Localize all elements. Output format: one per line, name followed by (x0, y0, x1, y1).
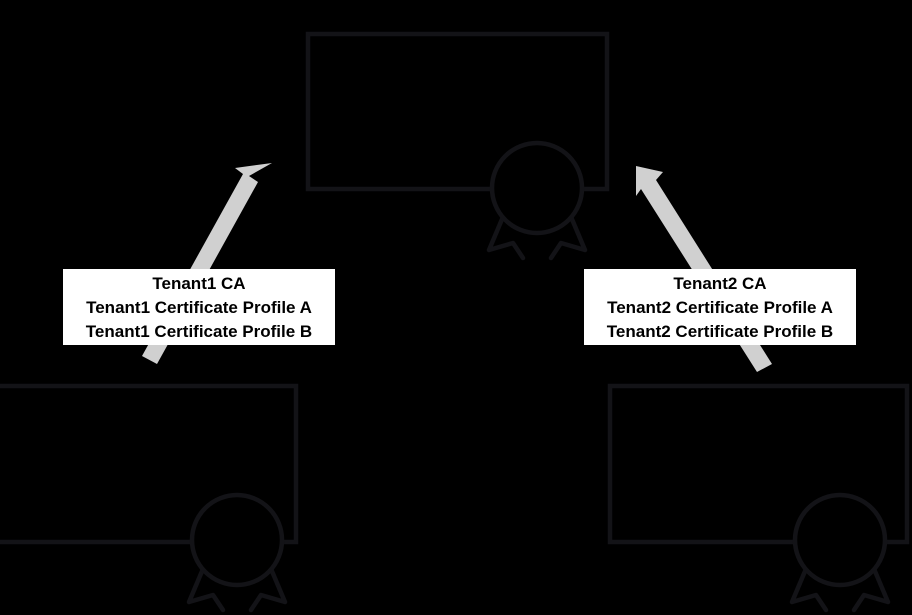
ribbon-tail-right-shape (548, 202, 588, 261)
tenant1-profile-b-label: Tenant1 Certificate Profile B (85, 322, 313, 341)
tenant1-label-box[interactable]: Tenant1 CA Tenant1 Certificate Profile A… (63, 269, 335, 345)
certificate-sheet-shape (305, 31, 610, 192)
tenant2-profile-b-label: Tenant2 Certificate Profile B (606, 322, 834, 341)
ribbon-tail-right-shape (851, 554, 891, 613)
ribbon-tail-left-shape (789, 554, 829, 613)
ribbon-tail-left-shape (486, 202, 526, 261)
tenant2-label-box[interactable]: Tenant2 CA Tenant2 Certificate Profile A… (584, 269, 856, 345)
certificate-sheet-shape (0, 383, 299, 545)
tenant1-certificate-icon[interactable] (0, 383, 299, 613)
award-medallion-shape (489, 140, 585, 236)
ribbon-tail-left-shape (186, 554, 226, 613)
certificate-sheet-shape (607, 383, 910, 545)
tenant1-ca-label: Tenant1 CA (152, 274, 246, 293)
award-medallion-shape (792, 492, 888, 588)
tenant2-ca-label: Tenant2 CA (673, 274, 767, 293)
tenant2-certificate-icon[interactable] (607, 383, 910, 613)
tenant1-profile-a-label: Tenant1 Certificate Profile A (86, 298, 312, 317)
root-certificate-icon[interactable] (305, 31, 610, 261)
tenant2-profile-a-label: Tenant2 Certificate Profile A (607, 298, 833, 317)
award-medallion-shape (189, 492, 285, 588)
ribbon-tail-right-shape (248, 554, 288, 613)
